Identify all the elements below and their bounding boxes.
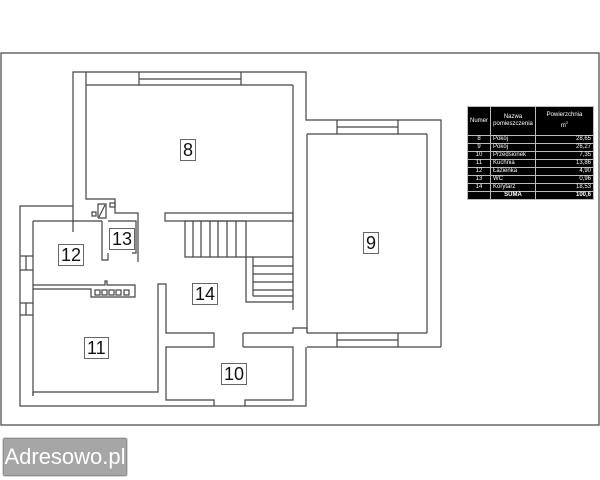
- legend-row-number: 11: [466, 159, 492, 168]
- room-area-legend-table: Numer Nazwa pomieszczenia Powierzchnia m…: [466, 106, 594, 200]
- legend-header-area: Powierzchnia m2: [535, 106, 594, 136]
- legend-row: 12 Łazienka 4,90: [466, 167, 594, 176]
- room-label-8: 8: [180, 139, 197, 161]
- legend-row-number: 13: [466, 175, 492, 184]
- legend-row-name: Korytarz: [490, 183, 537, 192]
- room-label-12: 12: [58, 244, 85, 266]
- legend-header-number: Numer: [466, 106, 492, 136]
- legend-row: 9 Pokój 26,27: [466, 143, 594, 152]
- legend-row-area: 18,53: [535, 183, 594, 192]
- legend-row-number: 10: [466, 151, 492, 160]
- legend-row-name: Kuchnia: [490, 159, 537, 168]
- legend-row-name: Pokój: [490, 135, 537, 144]
- legend-row-area: 4,90: [535, 167, 594, 176]
- legend-sum-empty: [466, 191, 492, 200]
- legend-header-name: Nazwa pomieszczenia: [490, 106, 537, 136]
- legend-header-area-label: Powierzchnia: [546, 112, 583, 118]
- legend-sum-label: SUMA: [490, 191, 537, 200]
- legend-sum-value: 100,6: [535, 191, 594, 200]
- room-label-10: 10: [221, 363, 248, 385]
- legend-row-number: 8: [466, 135, 492, 144]
- legend-row-name: Łazienka: [490, 167, 537, 176]
- legend-row-area: 7,35: [535, 151, 594, 160]
- legend-header-area-unit: m: [560, 123, 566, 129]
- legend-row: 11 Kuchnia 13,86: [466, 159, 594, 168]
- sheet-border: [0, 52, 600, 426]
- legend-header-area-unit-exp: 2: [565, 120, 569, 125]
- legend-row-area: 28,65: [535, 135, 594, 144]
- legend-row: 14 Korytarz 18,53: [466, 183, 594, 192]
- legend-row: 8 Pokój 28,65: [466, 135, 594, 144]
- legend-row-number: 12: [466, 167, 492, 176]
- legend-row: 13 WC 0,96: [466, 175, 594, 184]
- room-label-9: 9: [363, 232, 380, 254]
- legend-sum-row: SUMA 100,6: [466, 191, 594, 200]
- legend-row-area: 26,27: [535, 143, 594, 152]
- legend-row-number: 9: [466, 143, 492, 152]
- legend-header-row: Numer Nazwa pomieszczenia Powierzchnia m…: [466, 106, 594, 136]
- legend-row-name: WC: [490, 175, 537, 184]
- legend-row-number: 14: [466, 183, 492, 192]
- room-label-11: 11: [84, 337, 109, 359]
- legend-row: 10 Przedsionek 7,35: [466, 151, 594, 160]
- legend-row-name: Przedsionek: [490, 151, 537, 160]
- watermark-logo: Adresowo.pl: [2, 437, 128, 477]
- legend-row-area: 13,86: [535, 159, 594, 168]
- room-label-14: 14: [192, 283, 219, 305]
- room-label-13: 13: [109, 228, 136, 250]
- legend-row-area: 0,96: [535, 175, 594, 184]
- legend-row-name: Pokój: [490, 143, 537, 152]
